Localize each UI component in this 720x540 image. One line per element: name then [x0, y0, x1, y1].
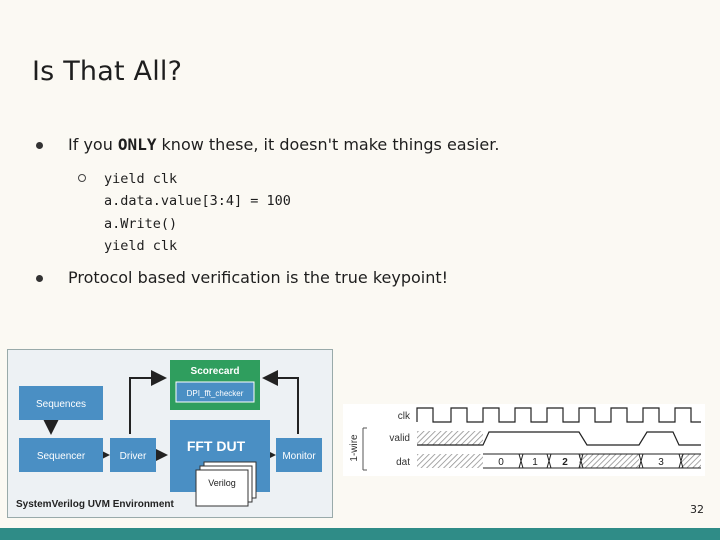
dat-value-label: 2: [562, 457, 568, 468]
signal-valid-label: valid: [389, 433, 410, 444]
monitor-block: [276, 438, 322, 472]
monitor-label: Monitor: [282, 451, 316, 462]
waveform-diagram: 1-wire clk valid dat 0 1 2 3: [343, 404, 705, 476]
dat-value-label: 0: [498, 457, 504, 468]
uvm-environment-diagram: Sequences Sequencer Driver FFT DUT Monit…: [7, 349, 333, 518]
group-label: 1-wire: [349, 434, 360, 462]
bullet-dot: [36, 275, 43, 282]
slide-title: Is That All?: [32, 56, 183, 87]
verilog-block: [195, 469, 249, 507]
code-line: a.Write(): [104, 215, 178, 232]
waveform-svg: 1-wire clk valid dat 0 1 2 3: [349, 407, 701, 471]
uvm-caption: SystemVerilog UVM Environment: [16, 499, 174, 510]
dat-waveform: [483, 453, 701, 469]
clk-waveform: [416, 407, 701, 423]
sub-bullet-circle: [78, 174, 86, 182]
signal-clk-label: clk: [398, 411, 411, 422]
footer-bar: [0, 528, 720, 540]
valid-waveform: [417, 431, 701, 446]
sequencer-block: [19, 438, 103, 472]
code-line: yield clk: [104, 237, 178, 254]
dat-value-label: 1: [532, 457, 538, 468]
driver-label: Driver: [120, 451, 147, 462]
bullet-dot: [36, 142, 43, 149]
dat-value-label: 3: [658, 457, 664, 468]
checker-block: [175, 381, 255, 403]
sequences-block: [19, 386, 103, 420]
page-number: 32: [690, 503, 704, 516]
dat-undefined-region: [417, 454, 483, 468]
emphasis-only: ONLY: [117, 135, 157, 154]
dut-label: FFT DUT: [187, 438, 246, 454]
bullet-2-text: Protocol based verification is the true …: [68, 268, 449, 287]
valid-undefined-region: [417, 431, 483, 445]
uvm-diagram-svg: Sequences Sequencer Driver FFT DUT Monit…: [16, 360, 322, 510]
code-line: yield clk: [104, 171, 178, 187]
code-line: a.data.value[3:4] = 100: [104, 193, 291, 210]
bullet-1-text: If you ONLY know these, it doesn't make …: [68, 135, 500, 154]
checker-label: DPI_fft_checker: [187, 389, 244, 398]
sequences-label: Sequences: [36, 399, 86, 410]
scorecard-label: Scorecard: [191, 366, 240, 377]
driver-block: [110, 438, 156, 472]
sequencer-label: Sequencer: [37, 451, 86, 462]
verilog-label: Verilog: [208, 478, 236, 488]
signal-dat-label: dat: [396, 457, 410, 468]
code-block: yield clk a.data.value[3:4] = 100 a.Write(…: [104, 168, 291, 257]
